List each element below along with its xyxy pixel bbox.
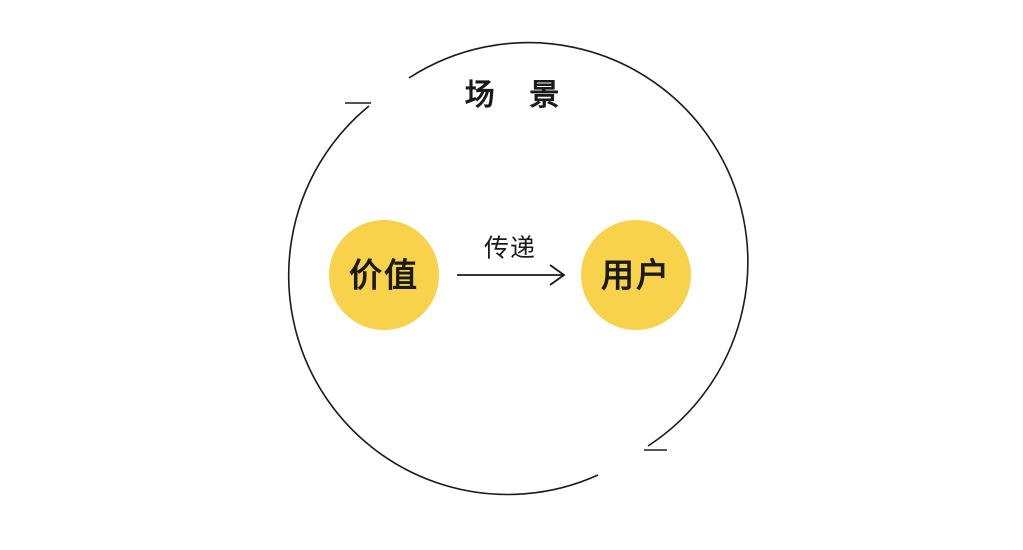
cycle-arc-top [408, 41, 749, 447]
node-user-circle [581, 220, 691, 330]
diagram-title: 场 景 [464, 78, 572, 113]
node-value-label: 价值 [349, 255, 419, 295]
edge-label: 传递 [483, 233, 537, 263]
node-user-label: 用户 [601, 255, 671, 295]
node-value-circle [329, 220, 439, 330]
edge-arrowhead [549, 264, 566, 286]
cycle-arc-bottom [287, 105, 599, 496]
